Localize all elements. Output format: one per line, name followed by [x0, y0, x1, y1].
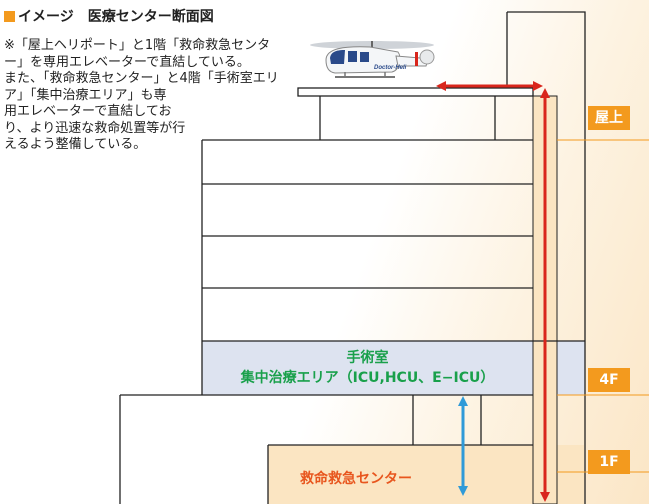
- heli-to-elevator-arrow: [436, 81, 543, 91]
- helicopter-icon: [310, 41, 435, 78]
- 1f-area-label: 救命救急センター: [300, 471, 412, 487]
- 4f-area-label-line2: 集中治療エリア（ICU,HCU、E−ICU）: [240, 370, 495, 386]
- floor-label-rooftop: 屋上: [588, 106, 630, 130]
- helicopter-label: Doctor-Heli: [374, 65, 407, 71]
- description: ※「屋上ヘリポート」と1階「救命救急センター」を専用エレベーターで直結している。…: [4, 38, 286, 154]
- diagram-title: イメージ 医療センター断面図: [4, 6, 214, 26]
- floor-label-1f: 1F: [588, 450, 630, 474]
- 1f-to-4f-arrow: [458, 396, 468, 496]
- description-paragraph-2b: 用エレベーターで直結しており、より迅速な救命処置等が行えるよう整備している。: [4, 104, 186, 152]
- rooftop-to-1f-arrow: [540, 88, 550, 502]
- 1f-emergency-zone: [268, 445, 584, 504]
- title-text: イメージ 医療センター断面図: [18, 9, 214, 25]
- heliport-deck: [297, 87, 534, 97]
- title-square-icon: [4, 11, 15, 22]
- 4f-area-label-line1: 手術室: [346, 350, 389, 366]
- lower-building-outline: [119, 394, 202, 504]
- rooftop-tower: [507, 11, 586, 504]
- main-building-outline: [201, 139, 533, 396]
- floor-label-4f: 4F: [588, 368, 630, 392]
- description-paragraph-1: ※「屋上ヘリポート」と1階「救命救急センター」を専用エレベーターで直結している。: [4, 38, 271, 70]
- description-paragraph-2a: また、「救命救急センター」と4階「手術室エリア」「集中治療エリア」も専: [4, 71, 279, 103]
- 4f-surgery-icu-zone: [202, 341, 585, 395]
